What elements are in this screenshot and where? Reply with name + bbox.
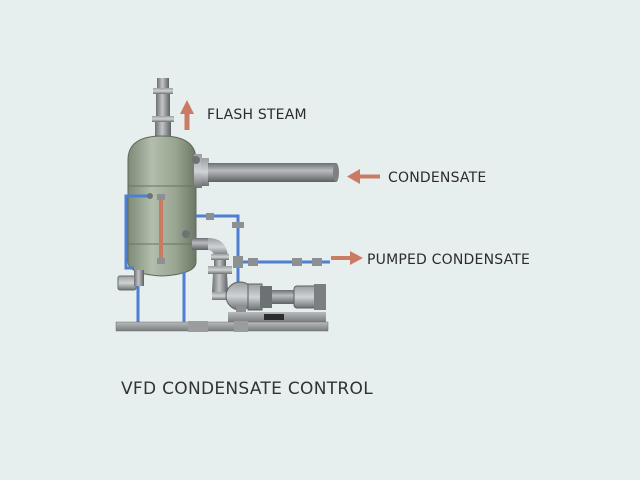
sight-glass	[157, 194, 165, 264]
pump-assembly	[212, 281, 326, 316]
pumped-condensate-label: PUMPED CONDENSATE	[367, 252, 531, 268]
vent-stack	[152, 78, 174, 136]
pumped-condensate-arrow-icon	[331, 251, 363, 265]
flash-steam-arrow-icon	[180, 100, 194, 130]
condensate-label: CONDENSATE	[388, 170, 487, 186]
line-fittings	[147, 156, 322, 268]
diagram-title: VFD CONDENSATE CONTROL	[121, 379, 373, 399]
tank-outlet-pipe	[192, 238, 232, 292]
flash-steam-label: FLASH STEAM	[207, 107, 307, 123]
level-switch	[117, 270, 144, 291]
condensate-arrow-icon	[347, 169, 380, 184]
condensate-inlet-pipe	[194, 154, 339, 188]
base-skid	[115, 312, 329, 332]
